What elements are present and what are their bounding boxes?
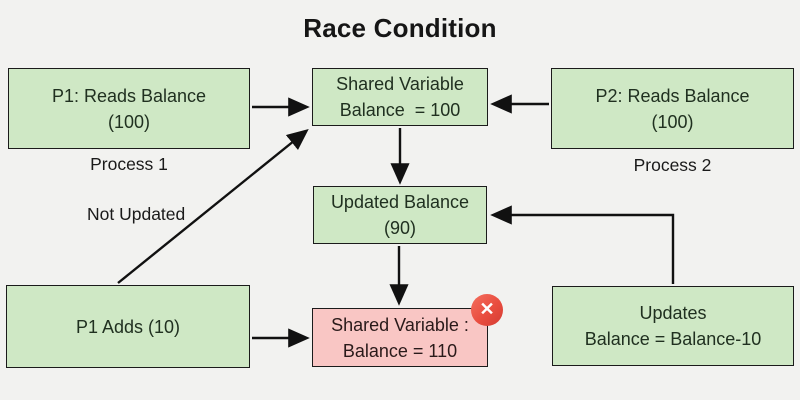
x-circle-icon: ✕ — [479, 299, 495, 319]
diagram-title: Race Condition — [303, 13, 497, 43]
node-shared-variable: Shared Variable Balance = 100 — [312, 68, 488, 126]
node-shared-variable-line2: Balance = 100 — [339, 100, 461, 120]
arrow-updates-to-updated-elbow — [490, 205, 675, 284]
node-updated-balance-line2: (90) — [383, 218, 416, 238]
error-badge: ✕ — [471, 294, 503, 326]
node-p2-reads-line1: P2: Reads Balance — [595, 85, 750, 106]
node-updated-balance-line1: Updated Balance — [330, 192, 470, 212]
node-p1-adds: P1 Adds (10) — [6, 285, 250, 368]
node-p1-adds-line1: P1 Adds (10) — [75, 316, 181, 337]
annotation-not-updated: Not Updated — [87, 204, 186, 224]
node-p2-reads-line2: (100) — [651, 111, 694, 132]
node-shared-variable-final: Shared Variable : Balance = 110 — [312, 308, 488, 367]
node-updates-line2: Balance = Balance-10 — [584, 329, 762, 349]
node-updated-balance: Updated Balance (90) — [313, 186, 487, 244]
node-p1-reads-line1: P1: Reads Balance — [51, 85, 207, 106]
node-shared-variable-line1: Shared Variable — [336, 74, 464, 94]
node-p2-reads: P2: Reads Balance (100) — [551, 68, 794, 149]
node-shared-variable-final-line1: Shared Variable : — [331, 314, 469, 335]
node-updates: Updates Balance = Balance-10 — [552, 286, 794, 366]
node-p1-reads-line2: (100) — [107, 111, 151, 132]
node-updates-line1: Updates — [639, 303, 707, 323]
node-p1-reads: P1: Reads Balance (100) — [8, 68, 250, 149]
node-shared-variable-final-line2: Balance = 110 — [342, 340, 458, 361]
caption-process-2: Process 2 — [633, 155, 712, 175]
caption-process-1: Process 1 — [90, 154, 168, 174]
